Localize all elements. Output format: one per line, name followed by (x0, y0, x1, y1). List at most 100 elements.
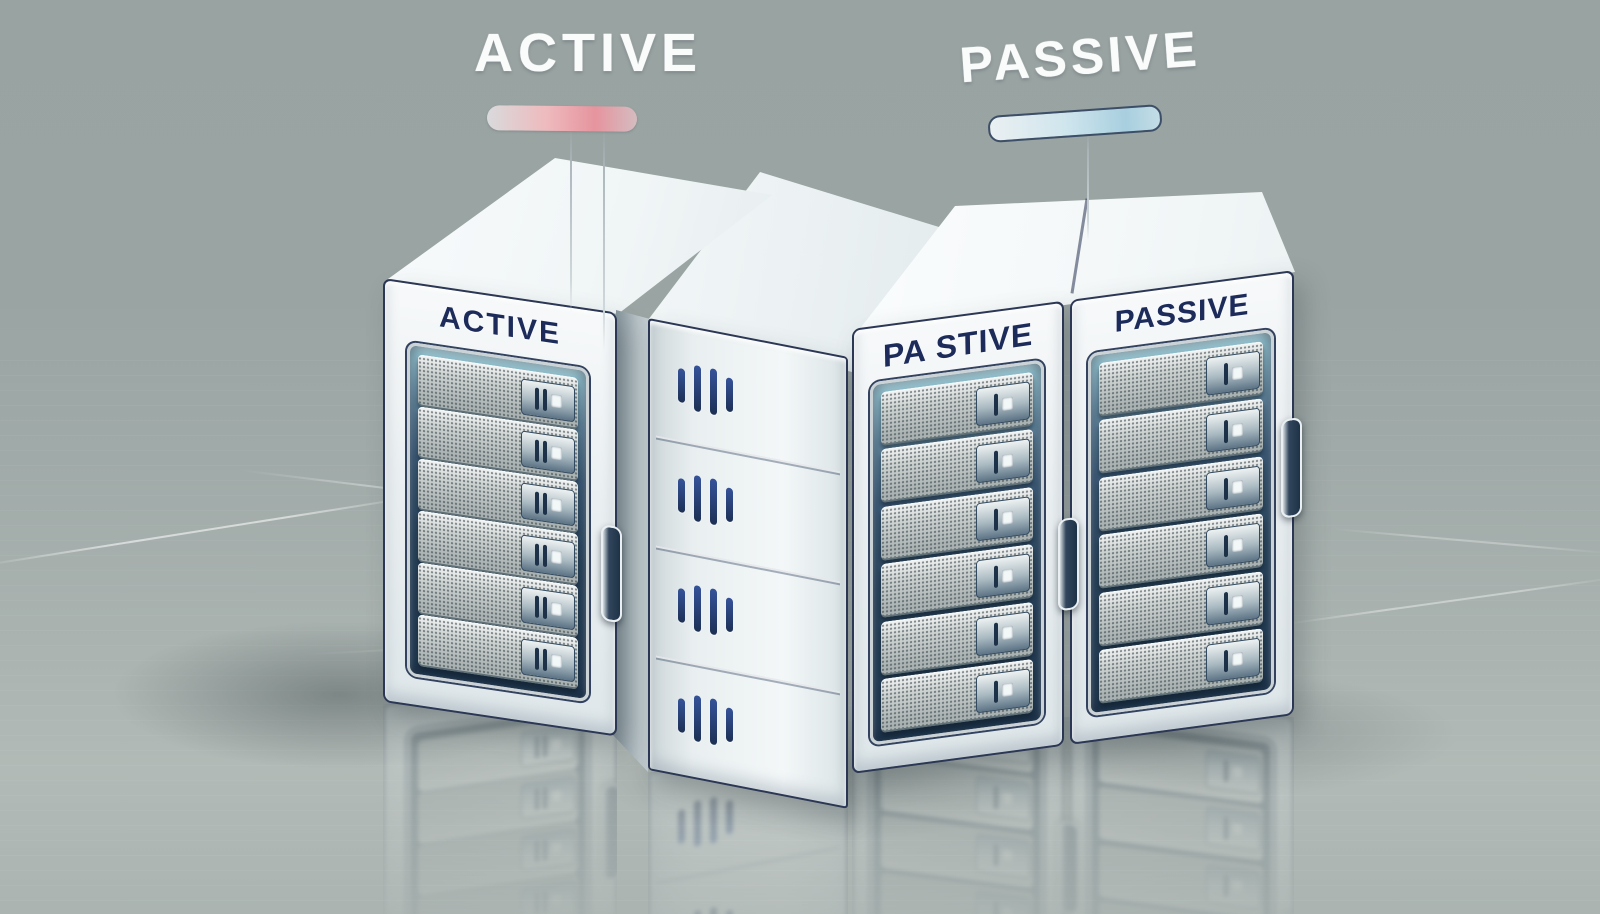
tray-cap-slot (542, 648, 547, 671)
tray-cap-slot (534, 543, 539, 566)
drive-tray-cap (1206, 407, 1260, 454)
tray-cap-light (550, 498, 562, 513)
drive-tray-cap (1206, 522, 1260, 568)
tray-cap-slot (993, 565, 998, 589)
drive-tray-stack (1099, 341, 1263, 704)
tray-cap-light (1001, 396, 1013, 411)
active-callout-label: ACTIVE (473, 23, 703, 83)
drive-tray-cap (976, 438, 1030, 484)
drive-tray-cap (976, 668, 1030, 714)
tray-cap-light (1001, 625, 1013, 641)
tray-cap-slot (993, 450, 998, 474)
tray-cap-slot (534, 439, 539, 462)
tray-cap-slot (1223, 420, 1228, 443)
vent-slot (694, 584, 701, 633)
drive-tray-cap (1206, 637, 1260, 683)
vent-slot (710, 478, 717, 526)
tray-cap-light (1001, 568, 1013, 583)
tray-cap-light (1001, 510, 1013, 526)
tray-cap-slot (534, 595, 539, 618)
door-handle (1058, 516, 1079, 612)
passive-right-tower: PASSIVE (1070, 270, 1294, 745)
tray-cap-light (1231, 594, 1243, 610)
tray-cap-slot (993, 393, 998, 417)
vent-slot (694, 694, 701, 743)
vent-slot (678, 367, 685, 404)
vent-slot (726, 487, 733, 523)
vent-slot (710, 588, 717, 636)
passive-callout-pill (987, 103, 1163, 144)
tray-cap-light (550, 654, 562, 669)
tray-cap-light (1001, 683, 1013, 698)
passive-callout-label: PASSIVE (957, 20, 1203, 94)
active-tower: ACTIVE (383, 278, 622, 737)
tray-cap-slot (1223, 477, 1228, 501)
drive-tray-cap (976, 496, 1030, 542)
passive-front-drive-window (870, 359, 1044, 746)
tray-cap-light (1231, 652, 1243, 667)
vent-slot-group (678, 472, 733, 529)
passive-right-face: PASSIVE (1070, 270, 1294, 745)
passive-front-tower: PA STIVE (852, 300, 1064, 774)
passive-unit: PA STIVE (852, 270, 1302, 774)
drive-tray-cap (521, 378, 575, 423)
tray-cap-slot (1223, 592, 1228, 616)
door-handle (1281, 416, 1302, 519)
vent-slot (710, 368, 717, 416)
drive-tray-cap (521, 482, 575, 527)
active-callout-line (603, 128, 605, 350)
active-drive-window (407, 341, 589, 703)
tray-cap-slot (542, 388, 547, 411)
passive-right-drive-window (1088, 328, 1274, 717)
tray-cap-slot (1223, 362, 1228, 386)
tray-cap-slot (542, 492, 547, 515)
drive-tray-cap (521, 534, 575, 579)
tray-cap-slot (542, 544, 547, 567)
tray-cap-light (1231, 365, 1243, 380)
drive-tray-cap (976, 553, 1030, 599)
vent-slot-group (678, 362, 733, 419)
passive-callout-line (1087, 132, 1089, 240)
drive-tray-cap (1206, 465, 1260, 511)
active-callout-pill (486, 105, 638, 132)
drive-tray-stack (881, 371, 1033, 734)
tray-cap-light (1231, 422, 1243, 438)
vent-sections (656, 326, 840, 802)
drive-tray-cap (1206, 580, 1260, 626)
tray-cap-light (550, 602, 562, 617)
tray-cap-light (1001, 453, 1013, 468)
active-tower-front-face: ACTIVE (383, 278, 622, 737)
middle-tower (648, 318, 848, 809)
door-handle (601, 524, 622, 624)
drive-tray-cap (976, 381, 1030, 427)
tray-cap-light (1231, 537, 1243, 553)
drive-tray-cap (1206, 350, 1260, 396)
tray-cap-slot (534, 387, 539, 410)
middle-tower-front-face (648, 318, 848, 809)
tray-cap-light (1231, 480, 1243, 495)
vent-slot (726, 597, 733, 633)
tray-cap-light (550, 394, 562, 409)
tray-cap-slot (1223, 534, 1228, 558)
tray-cap-slot (542, 596, 547, 619)
vent-slot-group (678, 692, 733, 749)
drive-tray-cap (521, 586, 575, 631)
vent-slot (726, 377, 733, 413)
tray-cap-slot (1223, 649, 1228, 673)
vent-slot (678, 697, 685, 734)
drive-tray-stack (418, 354, 578, 690)
vent-slot (678, 587, 685, 624)
tray-cap-slot (534, 491, 539, 514)
drive-tray-cap (521, 430, 575, 475)
tray-cap-light (550, 446, 562, 461)
drive-tray-cap (521, 638, 575, 683)
tray-cap-slot (993, 680, 998, 704)
vent-slot (694, 474, 701, 523)
passive-front-face: PA STIVE (852, 300, 1064, 774)
tray-cap-light (550, 550, 562, 565)
vent-slot-group (678, 582, 733, 639)
tray-cap-slot (534, 647, 539, 670)
tray-cap-slot (542, 440, 547, 463)
tray-cap-slot (993, 622, 998, 646)
